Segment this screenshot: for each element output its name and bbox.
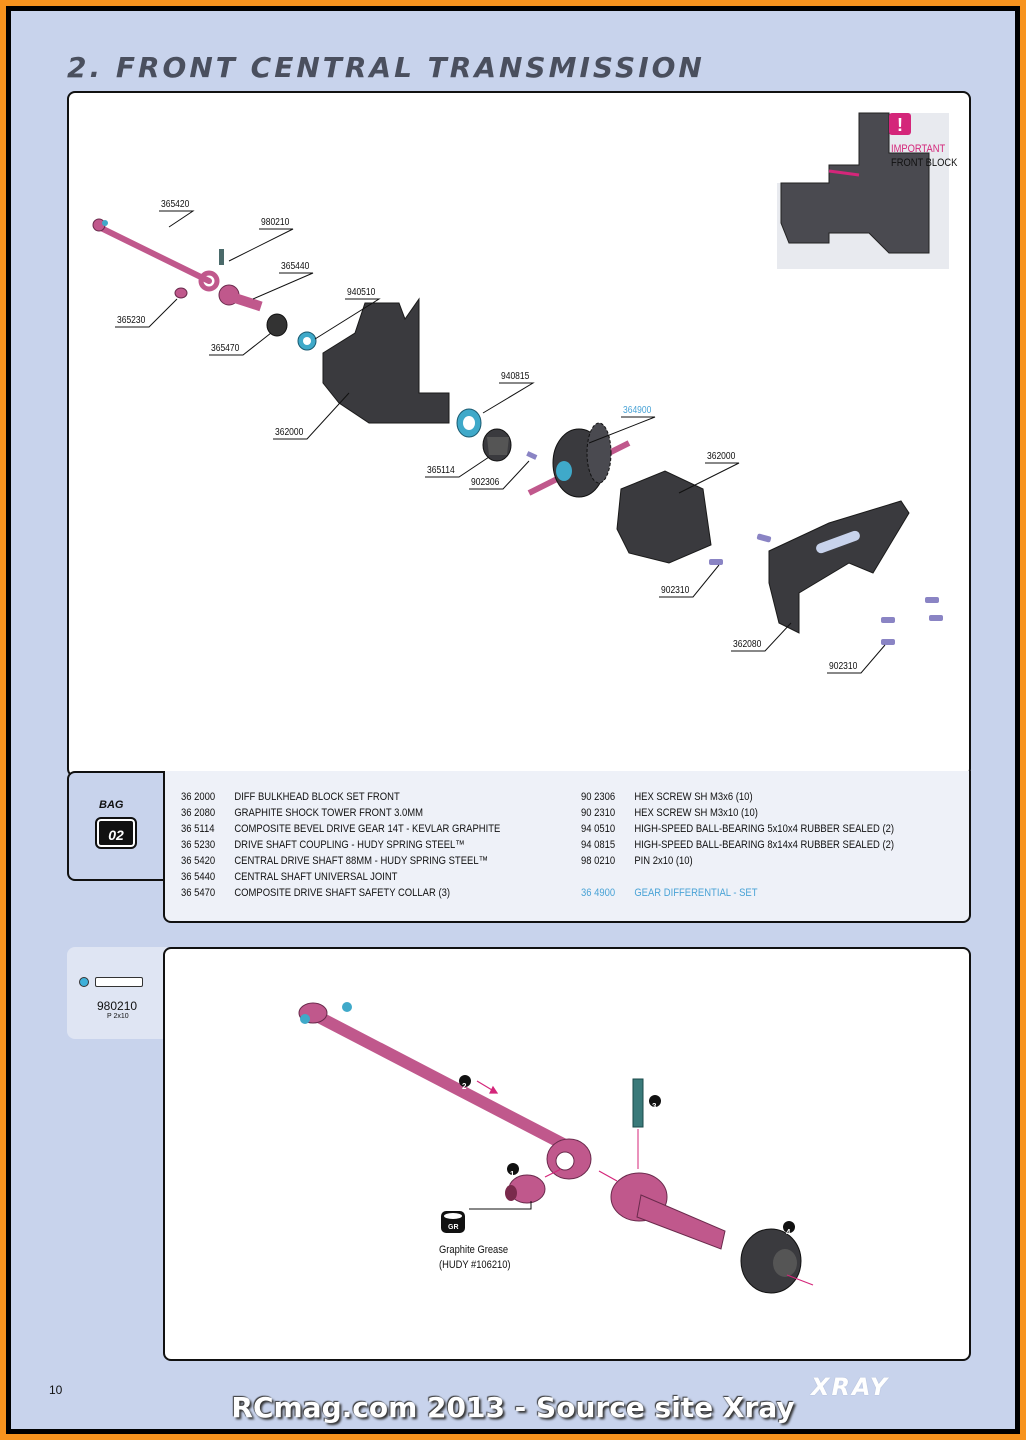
coupling-assembly	[505, 1174, 546, 1204]
drive-shaft-assembly	[298, 1002, 592, 1180]
screw-902310-6	[929, 615, 943, 621]
pin-part	[219, 249, 224, 265]
label-365230: 365230	[117, 315, 146, 326]
label-940815: 940815	[501, 371, 530, 382]
label-980210: 980210	[261, 217, 290, 228]
screw-902310-4	[881, 639, 895, 645]
safety-collar	[266, 313, 288, 337]
step-4-number: 4	[786, 1228, 791, 1237]
exploded-view-panel: !	[67, 91, 971, 777]
bag-label: BAG	[99, 799, 124, 811]
step-3-number: 3	[652, 1102, 657, 1111]
pin-outline-icon	[95, 977, 143, 987]
step-4-marker	[783, 1221, 795, 1233]
grease-icon-text: GR	[448, 1224, 459, 1231]
pin-code: 980210	[97, 999, 138, 1013]
screw-902310-2	[756, 533, 772, 543]
label-362000-front: 362000	[275, 427, 304, 438]
page-title: 2. FRONT CENTRAL TRANSMISSION	[67, 51, 705, 84]
exploded-view-diagram: !	[92, 112, 949, 674]
screw-902310-3	[881, 617, 895, 623]
bulkhead-block-front	[322, 297, 450, 424]
assembly-diagram	[298, 1002, 814, 1294]
screw-small	[526, 451, 538, 460]
screw-902310-5	[925, 597, 939, 603]
pin-dot-icon	[79, 977, 89, 987]
gear-differential	[527, 422, 631, 498]
bag-tab: BAG 02	[67, 771, 165, 881]
label-364900: 364900	[623, 405, 652, 416]
assembly-panel: 1 2 3 4 GR Graphite Grease (HUDY #106210…	[163, 947, 971, 1361]
svg-text:!: !	[897, 115, 903, 135]
front-block-label: FRONT BLOCK	[891, 157, 958, 169]
label-902306: 902306	[471, 477, 500, 488]
pin-assembly	[632, 1078, 644, 1128]
page-frame: 2. FRONT CENTRAL TRANSMISSION !	[6, 6, 1020, 1434]
step-markers	[459, 1075, 795, 1233]
safety-collar-assembly	[740, 1228, 802, 1294]
bevel-drive-gear	[482, 428, 512, 462]
screw-902310-1	[709, 559, 723, 565]
pin-sub: P 2x10	[107, 1013, 129, 1020]
shock-tower	[768, 500, 910, 634]
bag-number: 02	[95, 817, 137, 849]
label-365470: 365470	[211, 343, 240, 354]
brand-logo: XRAY	[811, 1373, 890, 1401]
step-3-marker	[649, 1095, 661, 1107]
step-2-number: 2	[462, 1082, 467, 1091]
important-label: IMPORTANT	[891, 143, 946, 155]
universal-joint	[218, 284, 263, 312]
label-365440: 365440	[281, 261, 310, 272]
grease-label: Graphite Grease (HUDY #106210)	[439, 1244, 511, 1271]
leader-lines	[115, 210, 886, 674]
bulkhead-block-rear	[616, 470, 712, 564]
coupling-part	[174, 287, 188, 299]
step-1-number: 1	[510, 1170, 515, 1179]
important-icon	[889, 113, 911, 135]
label-902310-b: 902310	[829, 661, 858, 672]
pin-reference: 980210 P 2x10	[67, 947, 167, 1039]
label-362000-rear: 362000	[707, 451, 736, 462]
universal-joint-assembly	[610, 1172, 726, 1250]
label-365420: 365420	[161, 199, 190, 210]
label-940510: 940510	[347, 287, 376, 298]
label-362080: 362080	[733, 639, 762, 650]
label-365114: 365114	[427, 465, 455, 476]
page-number: 10	[49, 1383, 63, 1397]
step-2-marker	[459, 1075, 471, 1087]
manual-sheet: 2. FRONT CENTRAL TRANSMISSION !	[11, 11, 1015, 1429]
watermark-text: RCmag.com 2013 - Source site Xray	[231, 1391, 795, 1424]
step-1-marker	[507, 1163, 519, 1175]
assembly-arrows	[476, 1080, 814, 1286]
important-inset: !	[777, 112, 949, 269]
central-drive-shaft	[92, 218, 220, 292]
grease-icon	[441, 1211, 465, 1233]
label-902310-a: 902310	[661, 585, 690, 596]
